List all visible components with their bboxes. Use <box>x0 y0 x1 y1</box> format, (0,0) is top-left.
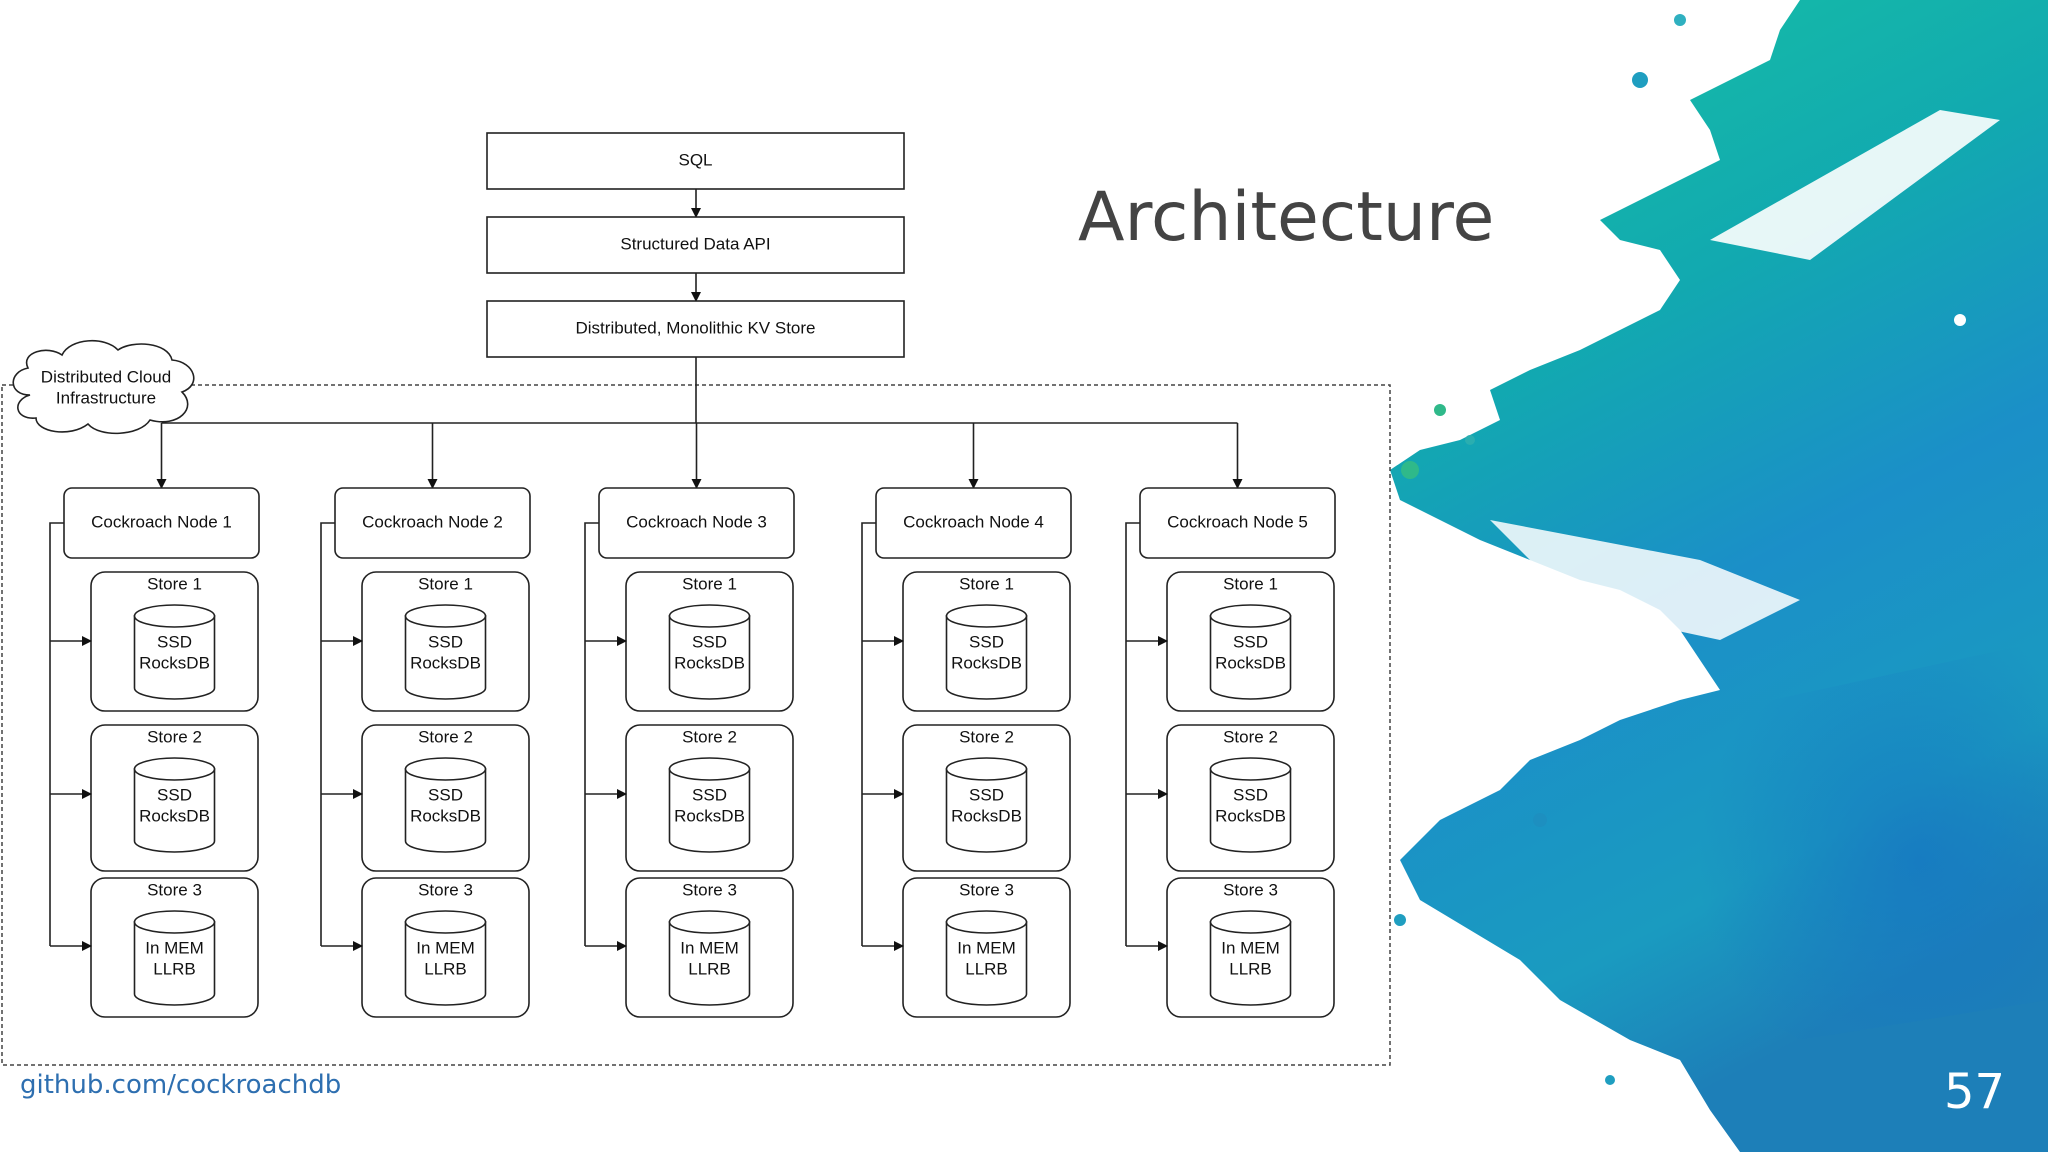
db-cylinder-top <box>945 757 1028 781</box>
store-label: Store 1 <box>682 574 737 593</box>
layer-label: SQL <box>678 150 712 169</box>
db-label: SSD <box>692 632 727 651</box>
db-cylinder-top <box>1209 910 1292 934</box>
db-label: LLRB <box>153 959 196 978</box>
db-cylinder <box>404 921 487 1006</box>
db-label: RocksDB <box>1215 653 1286 672</box>
store-label: Store 1 <box>418 574 473 593</box>
store-label: Store 3 <box>418 880 473 899</box>
db-cylinder-top <box>404 910 487 934</box>
db-label: SSD <box>969 632 1004 651</box>
db-cylinder-top <box>133 910 216 934</box>
store-label: Store 1 <box>959 574 1014 593</box>
db-label: In MEM <box>145 938 204 957</box>
db-cylinder-top <box>668 910 751 934</box>
db-label: RocksDB <box>951 653 1022 672</box>
db-label: LLRB <box>424 959 467 978</box>
db-cylinder <box>668 615 751 700</box>
store-label: Store 3 <box>682 880 737 899</box>
db-cylinder <box>945 921 1028 1006</box>
db-cylinder <box>1209 615 1292 700</box>
cloud-label: Distributed Cloud <box>41 367 171 386</box>
db-label: SSD <box>157 785 192 804</box>
db-label: SSD <box>692 785 727 804</box>
db-label: In MEM <box>680 938 739 957</box>
db-cylinder <box>945 615 1028 700</box>
cloud-label: Infrastructure <box>56 388 156 407</box>
store-label: Store 1 <box>147 574 202 593</box>
db-label: SSD <box>157 632 192 651</box>
db-cylinder <box>668 768 751 853</box>
db-label: LLRB <box>1229 959 1272 978</box>
store-label: Store 1 <box>1223 574 1278 593</box>
db-label: SSD <box>1233 632 1268 651</box>
db-cylinder <box>133 615 216 700</box>
db-label: SSD <box>428 785 463 804</box>
layer-box <box>486 216 905 274</box>
cloud-shape <box>12 339 195 435</box>
store-bracket <box>584 522 599 946</box>
db-cylinder <box>133 921 216 1006</box>
store-label: Store 3 <box>1223 880 1278 899</box>
db-cylinder-top <box>133 604 216 628</box>
db-label: LLRB <box>688 959 731 978</box>
github-link[interactable]: github.com/cockroachdb <box>20 1070 342 1100</box>
db-label: SSD <box>428 632 463 651</box>
db-cylinder <box>945 768 1028 853</box>
db-label: SSD <box>1233 785 1268 804</box>
db-label: RocksDB <box>139 653 210 672</box>
db-cylinder <box>133 768 216 853</box>
node-label: Cockroach Node 1 <box>91 512 232 531</box>
paint-splash-decoration <box>1390 0 2048 1152</box>
architecture-diagram: SQL Structured Data API Distributed, Monol… <box>1 132 1391 1066</box>
db-label: RocksDB <box>410 806 481 825</box>
db-cylinder <box>1209 768 1292 853</box>
layer-label: Distributed, Monolithic KV Store <box>576 318 816 337</box>
db-cylinder-top <box>945 910 1028 934</box>
store-label: Store 2 <box>1223 727 1278 746</box>
store-label: Store 3 <box>959 880 1014 899</box>
store-bracket <box>49 522 64 946</box>
db-label: LLRB <box>965 959 1008 978</box>
db-cylinder-top <box>133 757 216 781</box>
db-cylinder-top <box>945 604 1028 628</box>
db-cylinder-top <box>668 604 751 628</box>
db-label: In MEM <box>957 938 1016 957</box>
db-label: SSD <box>969 785 1004 804</box>
db-label: RocksDB <box>410 653 481 672</box>
store-bracket <box>1125 522 1140 946</box>
store-label: Store 2 <box>959 727 1014 746</box>
db-label: RocksDB <box>1215 806 1286 825</box>
layer-label: Structured Data API <box>620 234 770 253</box>
node-label: Cockroach Node 4 <box>903 512 1044 531</box>
node-label: Cockroach Node 3 <box>626 512 767 531</box>
db-cylinder-top <box>1209 757 1292 781</box>
store-bracket <box>861 522 876 946</box>
db-cylinder <box>404 615 487 700</box>
db-label: In MEM <box>1221 938 1280 957</box>
slide-title: Architecture <box>1078 178 1495 257</box>
db-label: RocksDB <box>951 806 1022 825</box>
db-label: RocksDB <box>674 806 745 825</box>
layer-box <box>486 132 905 190</box>
store-label: Store 2 <box>418 727 473 746</box>
node-label: Cockroach Node 2 <box>362 512 503 531</box>
db-label: In MEM <box>416 938 475 957</box>
store-label: Store 2 <box>682 727 737 746</box>
node-label: Cockroach Node 5 <box>1167 512 1308 531</box>
db-cylinder <box>668 921 751 1006</box>
page-number: 57 <box>1944 1064 2006 1120</box>
db-cylinder <box>404 768 487 853</box>
store-bracket <box>320 522 335 946</box>
db-cylinder-top <box>404 757 487 781</box>
db-label: RocksDB <box>139 806 210 825</box>
db-cylinder-top <box>668 757 751 781</box>
db-cylinder <box>1209 921 1292 1006</box>
db-cylinder-top <box>1209 604 1292 628</box>
store-label: Store 2 <box>147 727 202 746</box>
db-cylinder-top <box>404 604 487 628</box>
db-label: RocksDB <box>674 653 745 672</box>
store-label: Store 3 <box>147 880 202 899</box>
